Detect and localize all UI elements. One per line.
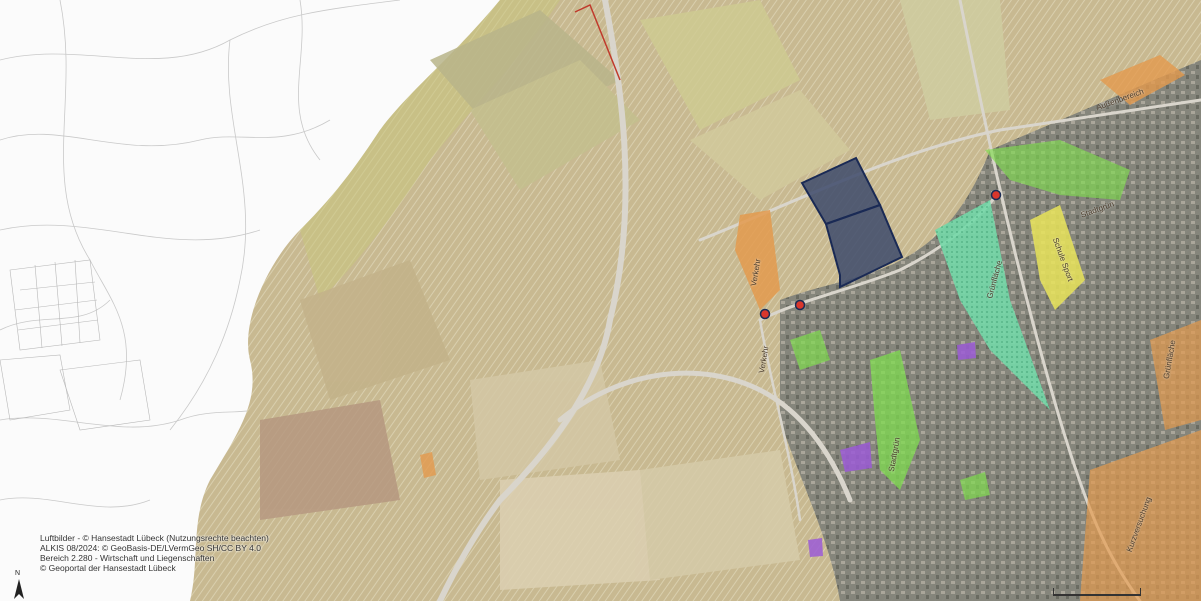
orange-zone-east (1150, 320, 1201, 430)
attribution-line: Bereich 2.280 - Wirtschaft und Liegensch… (40, 553, 215, 563)
location-marker[interactable] (759, 308, 771, 320)
scale-bar (1053, 588, 1141, 596)
purple-zone-1 (840, 442, 872, 472)
location-marker[interactable] (990, 189, 1002, 201)
attribution-line: © Geoportal der Hansestadt Lübeck (40, 563, 176, 573)
orange-zone-small (420, 452, 436, 478)
green-park (870, 350, 920, 490)
orange-zone-southeast (1080, 430, 1201, 601)
base-map-lines (0, 0, 401, 508)
purple-zone-3 (808, 538, 823, 557)
orange-zone-northeast (1100, 55, 1185, 105)
red-boundary-line (574, 3, 621, 81)
north-arrow-glyph (14, 579, 24, 599)
green-small-1 (790, 330, 830, 370)
yellow-zone (1030, 205, 1085, 310)
farm-fields (260, 0, 1010, 590)
orange-zone-north (735, 210, 780, 310)
green-small-2 (960, 472, 990, 500)
village-grid (0, 259, 151, 431)
selected-parcel-south[interactable] (824, 203, 904, 289)
north-label: N (15, 570, 21, 577)
attribution-line: ALKIS 08/2024: © GeoBasis-DE/LVermGeo SH… (40, 543, 261, 553)
purple-zone-2 (957, 342, 976, 360)
location-marker[interactable] (794, 299, 806, 311)
map-attribution: Luftbilder - © Hansestadt Lübeck (Nutzun… (40, 533, 269, 573)
green-zone-north (985, 140, 1130, 200)
teal-green-zone (935, 200, 1050, 410)
attribution-line: Luftbilder - © Hansestadt Lübeck (Nutzun… (40, 533, 269, 543)
north-arrow-icon: N (12, 570, 26, 600)
